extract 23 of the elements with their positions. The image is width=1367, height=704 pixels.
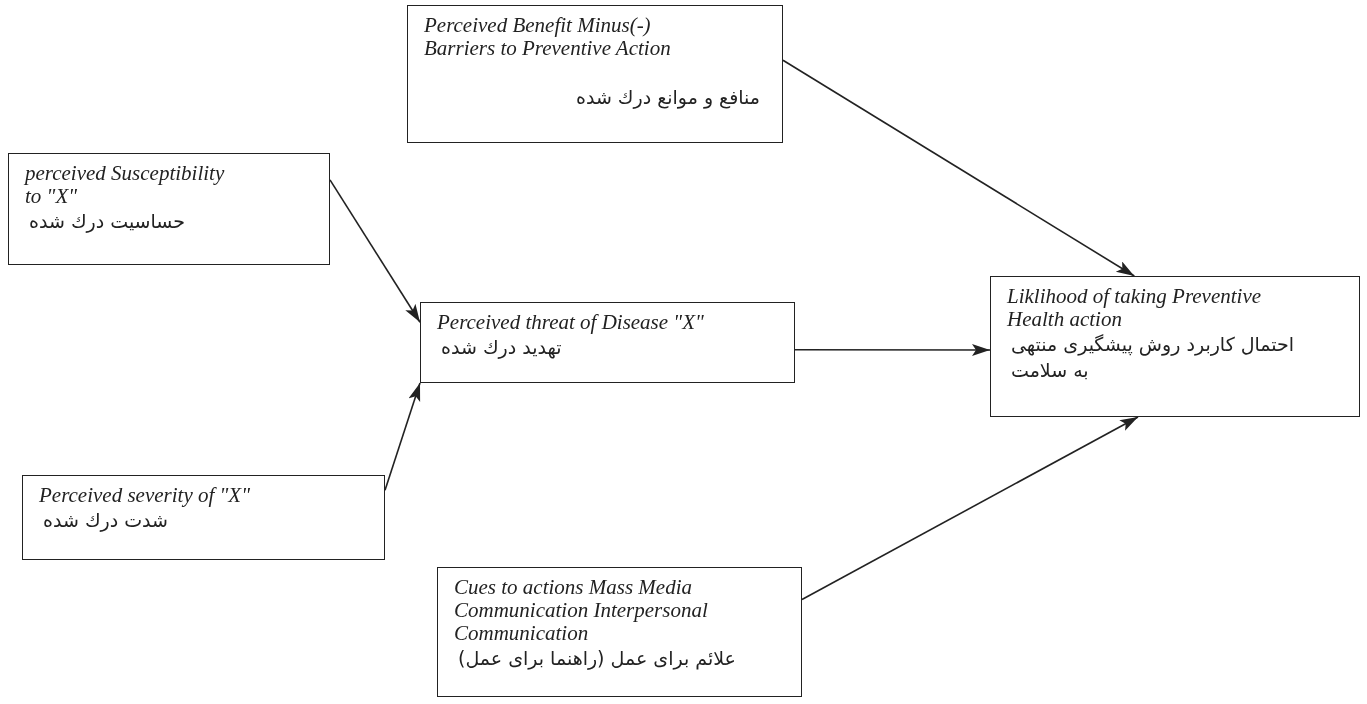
arrow bbox=[329, 179, 421, 324]
box-label: منافع و موانع درك شده bbox=[575, 85, 760, 110]
box-label: Perceived severity of "X" bbox=[39, 484, 251, 507]
concept-box bbox=[437, 567, 802, 697]
concept-box bbox=[8, 153, 330, 265]
concept-box bbox=[420, 302, 795, 383]
concept-box bbox=[22, 475, 385, 560]
box-label: شدت درك شده bbox=[43, 508, 168, 533]
concept-box bbox=[407, 5, 783, 143]
box-label: perceived Susceptibility to "X" bbox=[25, 162, 226, 208]
box-label: احتمال کاربرد روش پیشگیری منتهی به سلامت bbox=[1011, 332, 1296, 383]
box-label: علائم برای عمل (راهنما برای عمل) bbox=[458, 646, 736, 671]
arrow bbox=[384, 382, 421, 492]
arrow bbox=[782, 59, 1136, 277]
box-label: Cues to actions Mass Media Communication Interpersonal Communication bbox=[454, 576, 709, 645]
box-label: Perceived Benefit Minus(-) Barriers to Preventive Action bbox=[424, 14, 672, 60]
box-label: تهدید درك شده bbox=[441, 335, 562, 360]
arrow bbox=[801, 416, 1139, 601]
arrow bbox=[794, 344, 991, 356]
box-label: Liklihood of taking Preventive Health action bbox=[1007, 285, 1263, 331]
box-label: Perceived threat of Disease "X" bbox=[437, 311, 705, 334]
box-label: حساسیت درك شده bbox=[29, 209, 186, 234]
concept-box bbox=[990, 276, 1360, 417]
